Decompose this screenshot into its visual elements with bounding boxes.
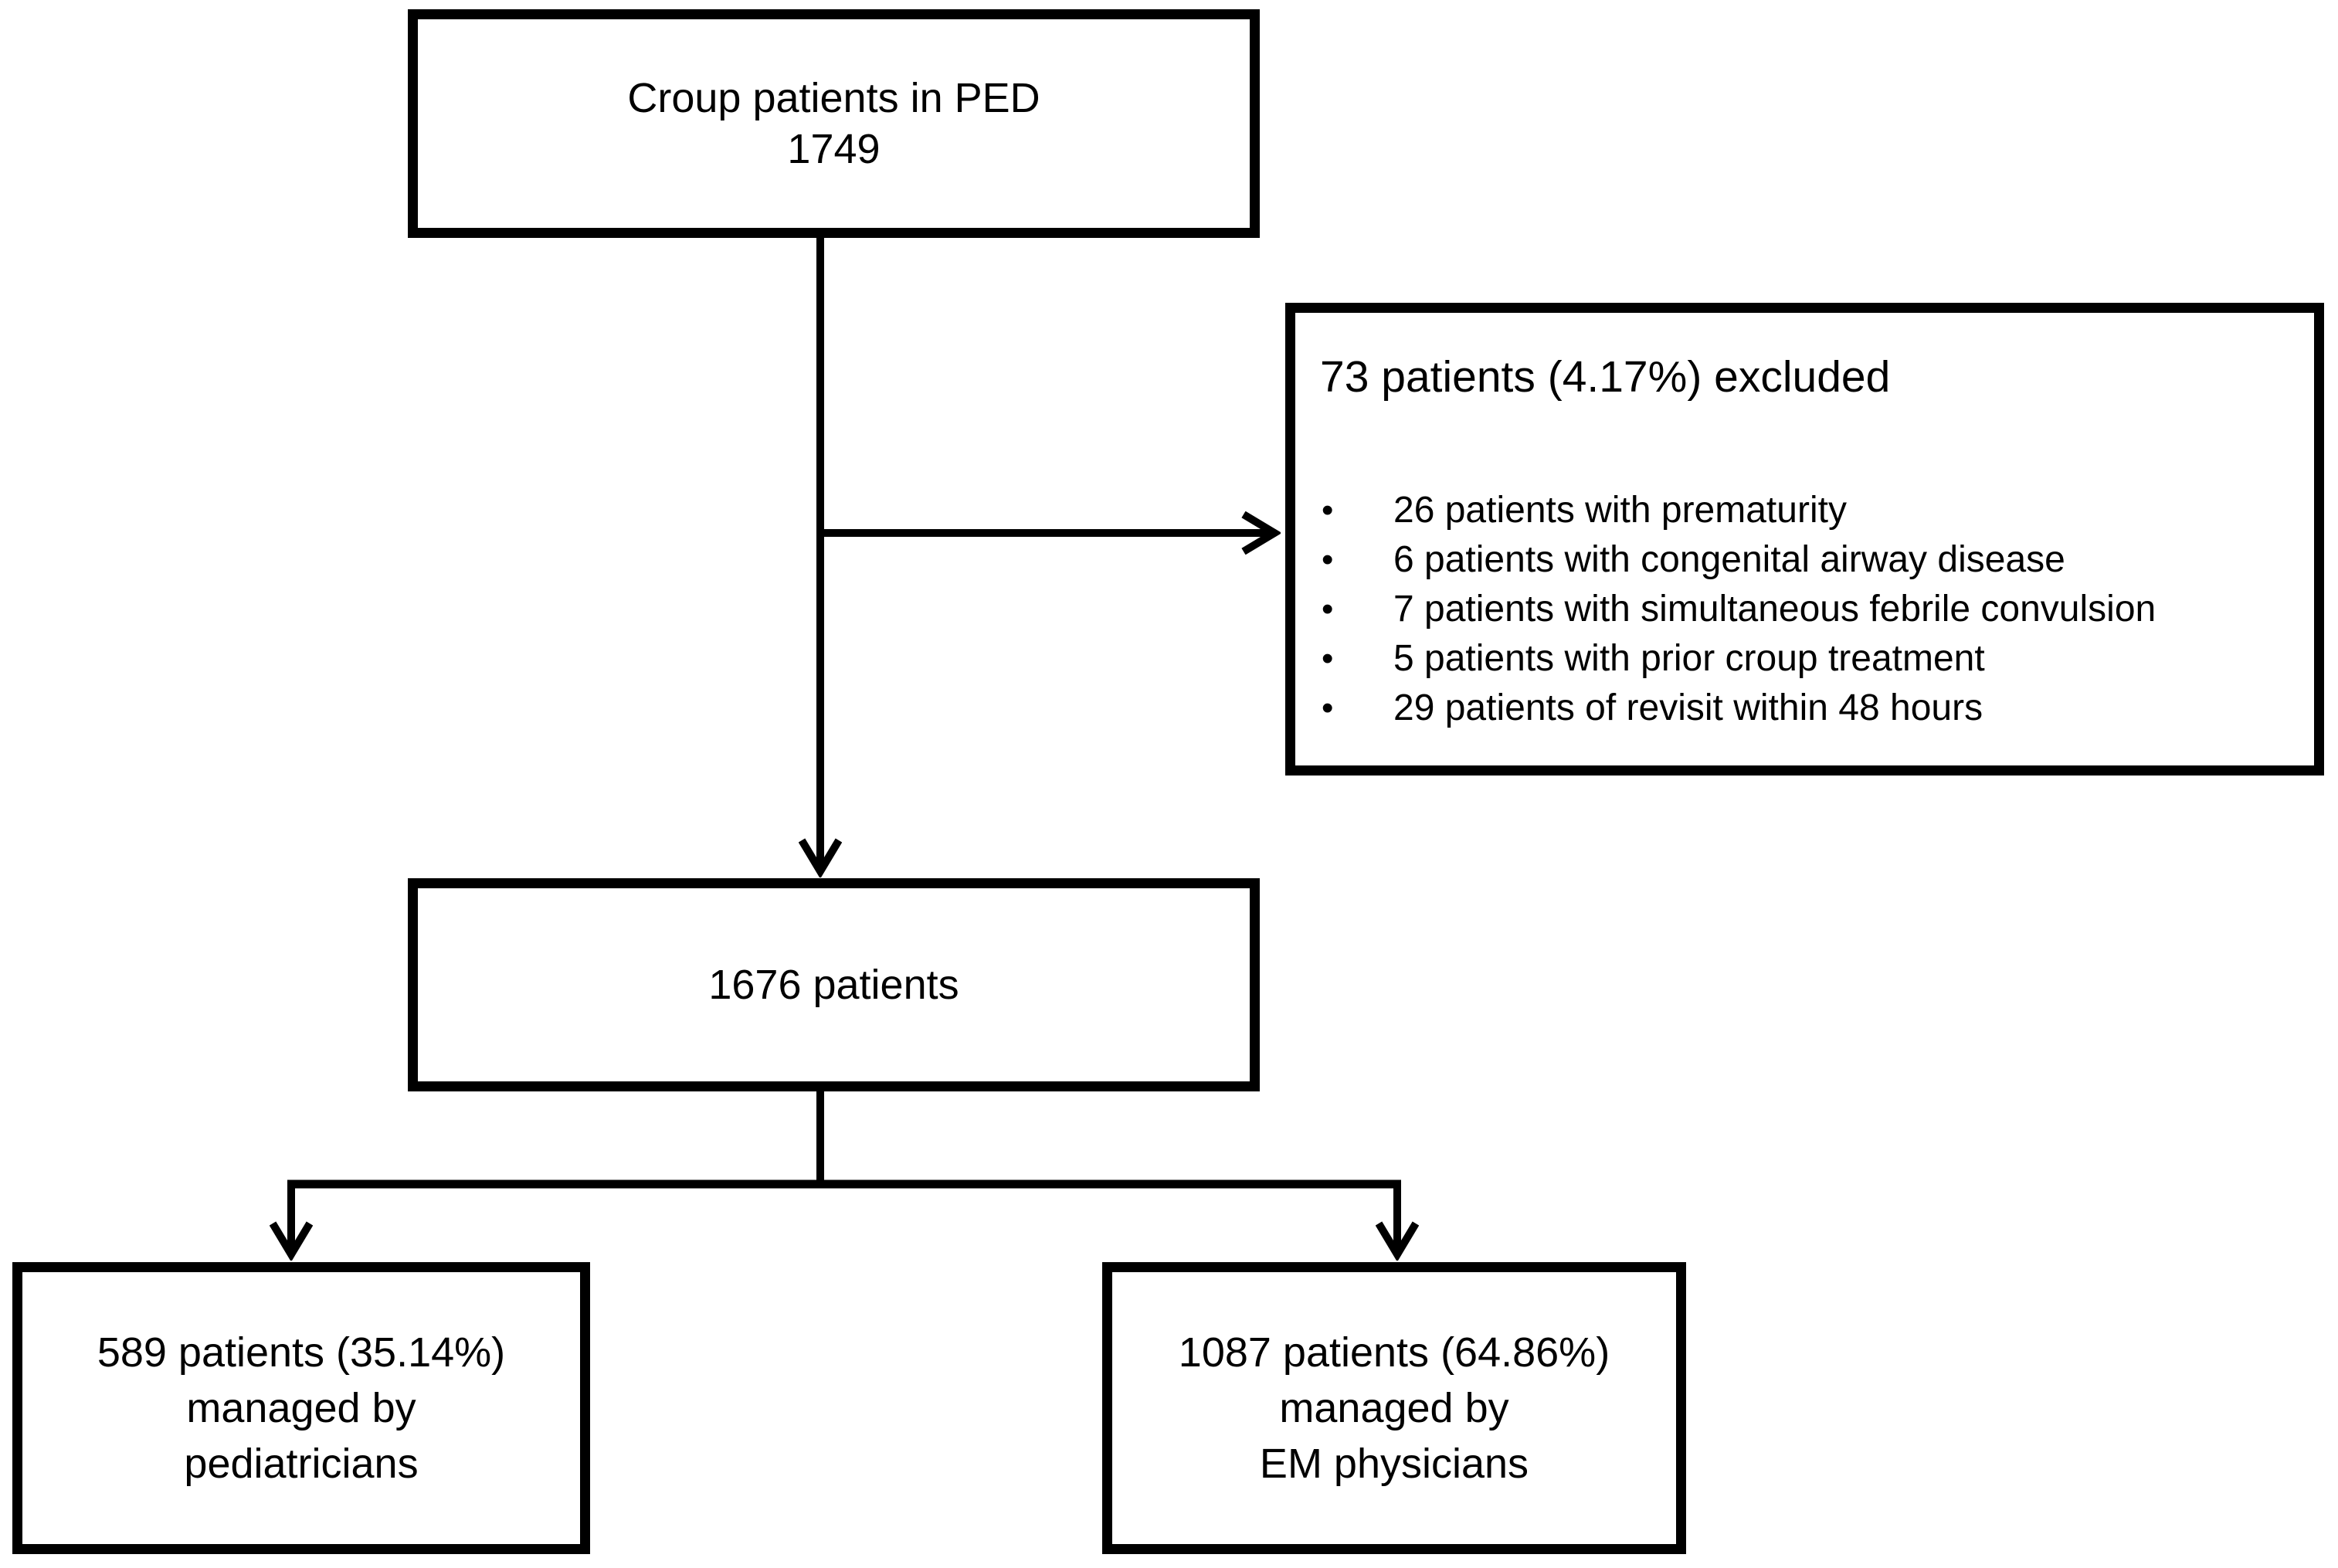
enrolled-node-label: 1676 patients xyxy=(708,962,959,1008)
node-enrolled-patients: 1676 patients xyxy=(408,878,1260,1091)
node-pediatricians: 589 patients (35.14%) managed by pediatr… xyxy=(12,1262,590,1554)
excluded-reason-list: 26 patients with prematurity 6 patients … xyxy=(1320,486,2291,733)
em-managed-by: managed by xyxy=(1279,1385,1509,1431)
pediatricians-count: 589 patients (35.14%) xyxy=(97,1329,506,1376)
excluded-reason-prior-treatment: 5 patients with prior croup treatment xyxy=(1320,634,2291,684)
em-count: 1087 patients (64.86%) xyxy=(1178,1329,1610,1376)
excluded-reason-revisit: 29 patients of revisit within 48 hours xyxy=(1320,684,2291,733)
excluded-reason-febrile-convulsion: 7 patients with simultaneous febrile con… xyxy=(1320,585,2291,634)
croup-node-count: 1749 xyxy=(787,126,881,172)
excluded-reason-prematurity: 26 patients with prematurity xyxy=(1320,486,2291,535)
em-label: EM physicians xyxy=(1259,1441,1529,1487)
pediatricians-label: pediatricians xyxy=(184,1441,419,1487)
excluded-title: 73 patients (4.17%) excluded xyxy=(1320,352,1891,402)
croup-node-label: Croup patients in PED xyxy=(627,75,1040,121)
pediatricians-managed-by: managed by xyxy=(186,1385,416,1431)
excluded-reason-congenital-airway: 6 patients with congenital airway diseas… xyxy=(1320,535,2291,585)
node-croup-patients-ped: Croup patients in PED 1749 xyxy=(408,9,1260,238)
node-excluded: 73 patients (4.17%) excluded 26 patients… xyxy=(1285,303,2324,776)
node-em-physicians: 1087 patients (64.86%) managed by EM phy… xyxy=(1102,1262,1686,1554)
